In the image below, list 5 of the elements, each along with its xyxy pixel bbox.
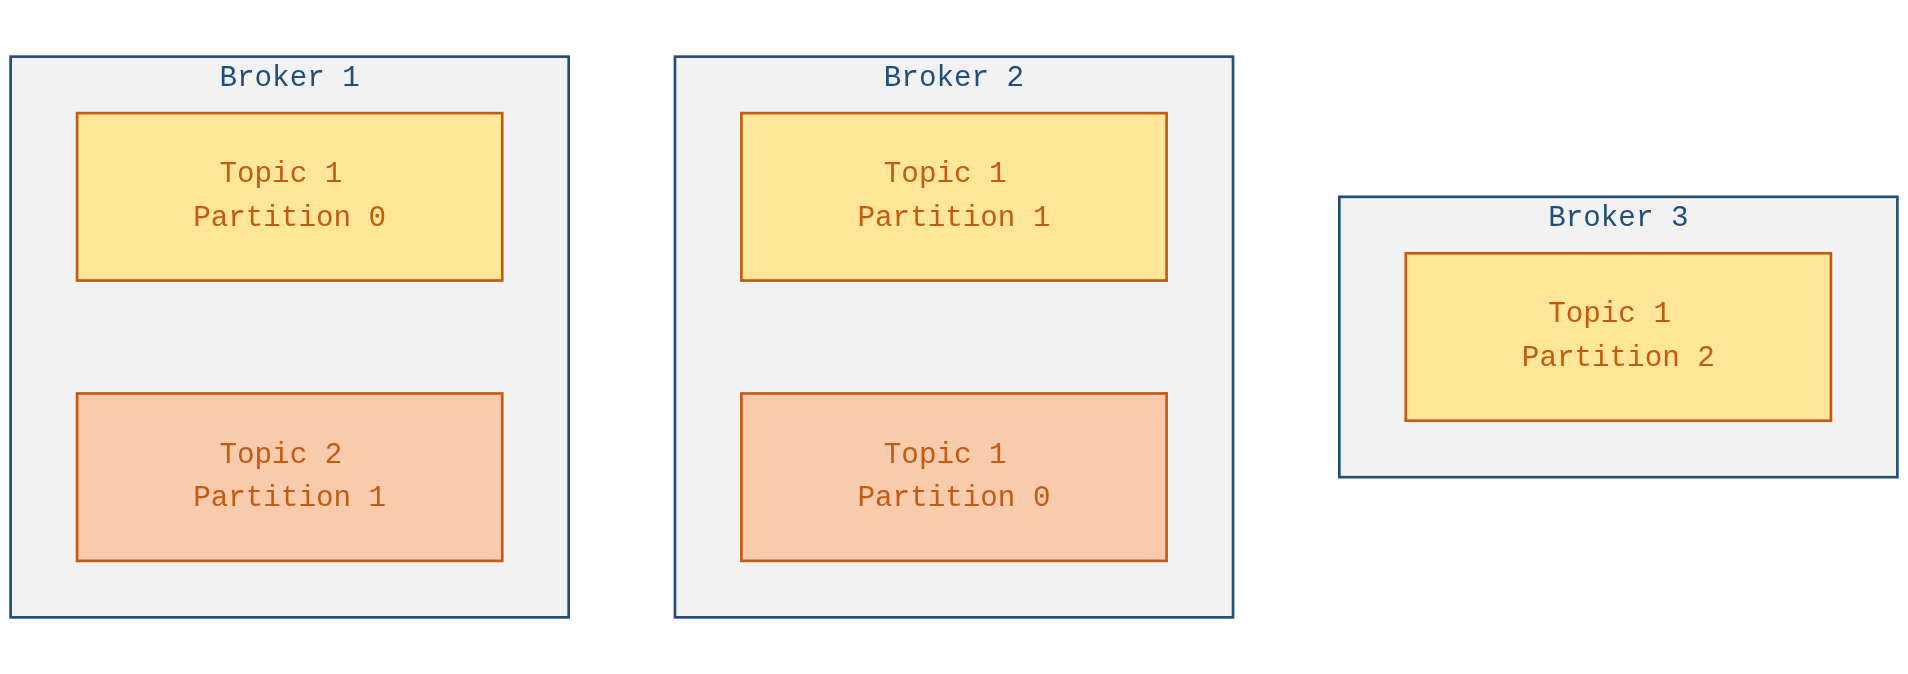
- node-box: Topic 2 Partition 1: [75, 392, 504, 563]
- node-box: Topic 1 Partition 1: [740, 111, 1168, 282]
- node-box: Topic 1 Partition 2: [1404, 251, 1833, 423]
- node-box: Topic 1 Partition 0: [740, 392, 1168, 563]
- node-box: Topic 1 Partition 0: [75, 111, 504, 282]
